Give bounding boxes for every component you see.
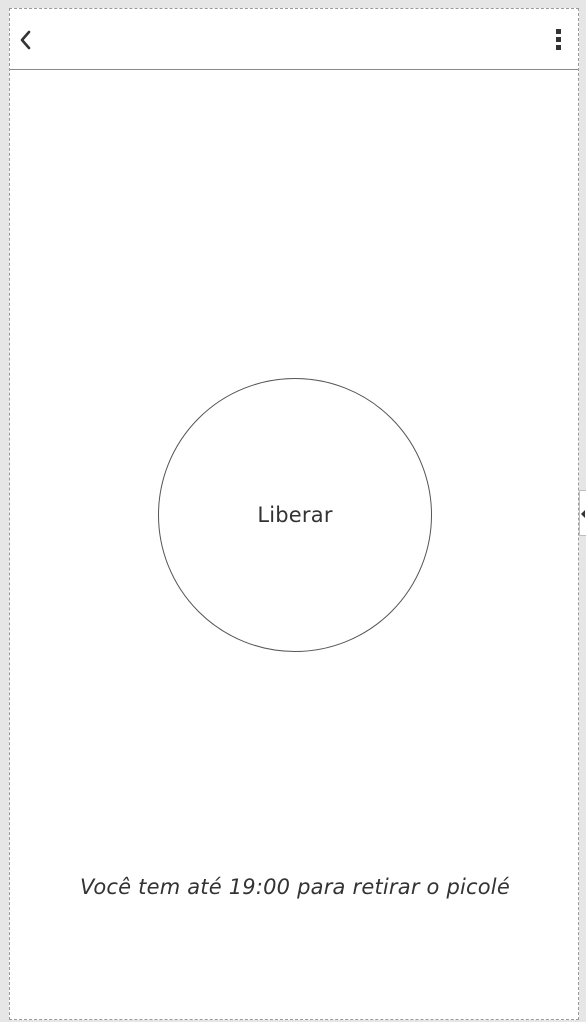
side-drawer-handle[interactable]: [579, 490, 586, 536]
more-vertical-icon: [556, 29, 561, 50]
release-button[interactable]: Liberar: [158, 378, 432, 652]
top-app-bar: [10, 9, 578, 70]
overflow-menu-button[interactable]: [552, 25, 566, 55]
back-button[interactable]: [12, 23, 40, 57]
app-screen: Liberar Você tem até 19:00 para retirar …: [9, 8, 579, 1020]
pickup-deadline-message: Você tem até 19:00 para retirar o picolé: [80, 875, 510, 899]
release-button-label: Liberar: [257, 503, 333, 527]
chevron-left-icon: [20, 30, 31, 50]
